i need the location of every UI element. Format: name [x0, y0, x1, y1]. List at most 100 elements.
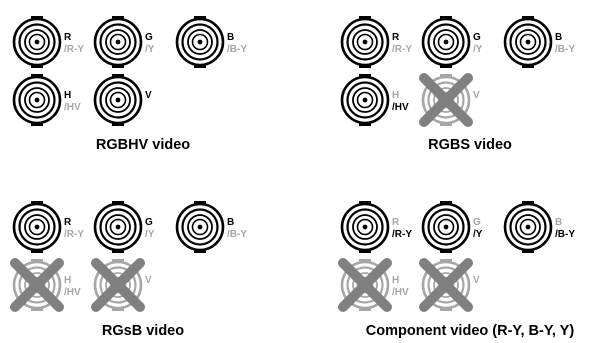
connector-r: R/R-Y [340, 16, 412, 68]
bnc-collar-ring [18, 208, 56, 246]
connector-v-label: V [473, 275, 480, 286]
bnc-outer-ring [12, 75, 62, 125]
bnc-insulator-ring [437, 276, 455, 294]
connector-g: G/Y [93, 201, 155, 253]
bnc-collar-ring [509, 208, 547, 246]
bnc-inner-ring [24, 272, 50, 298]
connector-h-label: H [64, 90, 71, 101]
connector-r-alt-label: /R-Y [64, 44, 84, 55]
bnc-center-pin [34, 224, 40, 230]
bnc-insulator-ring [437, 218, 455, 236]
connector-h: H/HV [12, 74, 81, 126]
bnc-center-pin [115, 97, 121, 103]
bnc-outer-ring [175, 17, 225, 67]
bnc-insulator-ring [519, 33, 537, 51]
connector-r: R/R-Y [12, 201, 84, 253]
bnc-inner-ring [187, 29, 213, 55]
bnc-insulator-ring [356, 33, 374, 51]
bnc-inner-ring [105, 272, 131, 298]
bnc-inner-ring [352, 29, 378, 55]
connector-g-alt-label: /Y [145, 229, 155, 240]
connector-h-label: H [392, 275, 399, 286]
bnc-outer-ring [340, 260, 390, 310]
connector-b: B/B-Y [503, 16, 575, 68]
connector-h-alt-label: /HV [64, 102, 81, 113]
connector-b-label: B [227, 32, 234, 43]
connector-h-alt-label: /HV [64, 287, 81, 298]
caption-rgbs: RGBS video [428, 137, 512, 153]
bnc-inner-ring [433, 214, 459, 240]
bnc-collar-ring [99, 208, 137, 246]
bnc-inner-ring [352, 272, 378, 298]
bnc-collar-ring [427, 23, 465, 61]
bnc-outer-ring [340, 75, 390, 125]
connector-b-alt-label: /B-Y [555, 44, 575, 55]
bnc-outer-ring [93, 260, 143, 310]
connector-r-alt-label: /R-Y [64, 229, 84, 240]
connector-b-label: B [227, 217, 234, 228]
bnc-collar-ring [99, 266, 137, 304]
bnc-collar-ring [427, 81, 465, 119]
connector-b-alt-label: /B-Y [227, 229, 247, 240]
bnc-inner-ring [187, 214, 213, 240]
bnc-outer-ring [12, 17, 62, 67]
bnc-center-pin [362, 97, 368, 103]
bnc-insulator-ring [437, 33, 455, 51]
bnc-collar-ring [99, 23, 137, 61]
connector-h-label: H [64, 275, 71, 286]
panel-rgsb: R/R-YG/YB/B-YH/HVV [10, 201, 247, 312]
connector-r-label: R [392, 217, 400, 228]
not-used-x-icon [10, 258, 64, 312]
connector-g-label: G [145, 32, 153, 43]
bnc-insulator-ring [356, 91, 374, 109]
captions: RGBHV video RGBS video RGsB video Compon… [96, 137, 574, 339]
connector-g-label: G [473, 32, 481, 43]
panel-rgbs: R/R-YG/YB/B-YH/HVV [340, 16, 575, 127]
bnc-outer-ring [12, 260, 62, 310]
bnc-insulator-ring [109, 91, 127, 109]
not-used-x-icon [338, 258, 392, 312]
connector-v: V [91, 258, 152, 312]
connector-r-label: R [64, 217, 72, 228]
not-used-x-icon [419, 73, 473, 127]
bnc-center-pin [197, 224, 203, 230]
bnc-insulator-ring [356, 276, 374, 294]
connector-b: B/B-Y [175, 16, 247, 68]
connector-v-label: V [145, 275, 152, 286]
bnc-collar-ring [181, 208, 219, 246]
caption-rgbhv: RGBHV video [96, 137, 190, 153]
connector-v: V [93, 74, 152, 126]
bnc-outer-ring [503, 17, 553, 67]
bnc-insulator-ring [28, 218, 46, 236]
bnc-inner-ring [515, 29, 541, 55]
bnc-collar-ring [346, 266, 384, 304]
bnc-inner-ring [24, 214, 50, 240]
bnc-collar-ring [427, 208, 465, 246]
bnc-insulator-ring [28, 33, 46, 51]
connector-h: H/HV [10, 258, 81, 312]
bnc-collar-ring [18, 266, 56, 304]
bnc-outer-ring [421, 202, 471, 252]
connector-v: V [419, 73, 480, 127]
connector-r-label: R [392, 32, 400, 43]
bnc-inner-ring [105, 87, 131, 113]
bnc-center-pin [362, 224, 368, 230]
connector-v: V [419, 258, 480, 312]
bnc-outer-ring [340, 202, 390, 252]
connector-h-alt-label: /HV [392, 287, 409, 298]
bnc-collar-ring [346, 81, 384, 119]
connector-r-alt-label: /R-Y [392, 229, 412, 240]
bnc-insulator-ring [519, 218, 537, 236]
bnc-outer-ring [503, 202, 553, 252]
connector-b-alt-label: /B-Y [555, 229, 575, 240]
bnc-inner-ring [433, 272, 459, 298]
bnc-outer-ring [421, 17, 471, 67]
connector-h: H/HV [338, 258, 409, 312]
bnc-inner-ring [105, 214, 131, 240]
bnc-insulator-ring [28, 91, 46, 109]
connector-h-alt-label: /HV [392, 102, 409, 113]
panels: R/R-YG/YB/B-YH/HVVR/R-YG/YB/B-YH/HVVR/R-… [10, 16, 575, 312]
connector-g: G/Y [93, 16, 155, 68]
bnc-outer-ring [421, 75, 471, 125]
bnc-inner-ring [105, 29, 131, 55]
